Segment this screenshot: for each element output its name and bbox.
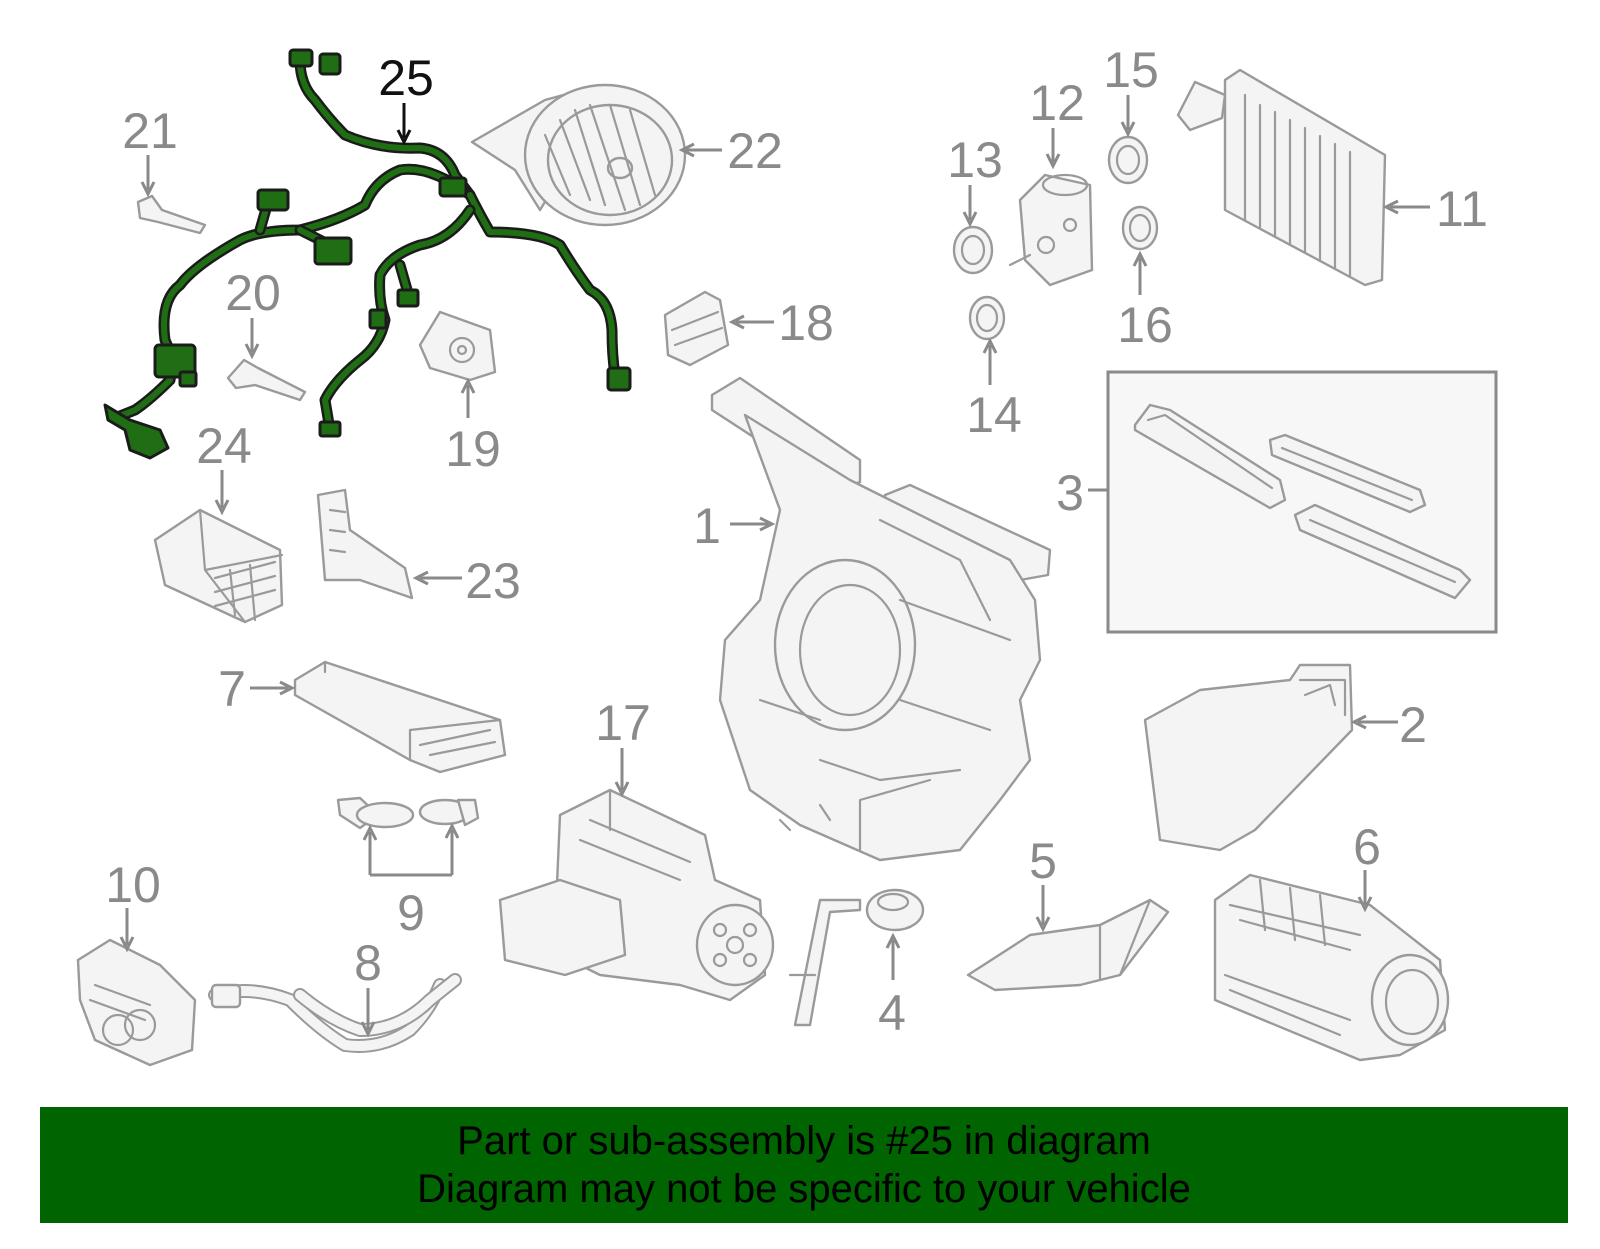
- part-15-o-ring[interactable]: [1107, 135, 1149, 185]
- callout-10: 10: [105, 857, 161, 913]
- part-12-expansion-valve[interactable]: [1008, 173, 1094, 287]
- callout-9: 9: [397, 885, 425, 941]
- part-7-heater-core[interactable]: [293, 660, 507, 774]
- callout-labels: 25 21 20 22 18 19 24 23 1 7 17 9 10 8 4 …: [105, 42, 1488, 1041]
- part-4-drain[interactable]: [788, 888, 925, 1027]
- callout-12: 12: [1029, 75, 1085, 131]
- callout-14: 14: [966, 387, 1022, 443]
- part-2-cover[interactable]: [1143, 663, 1354, 852]
- notice-banner: Part or sub-assembly is #25 in diagram D…: [40, 1107, 1568, 1223]
- part-22-blower-motor[interactable]: [470, 83, 687, 227]
- part-25-wiring-harness[interactable]: [103, 48, 632, 460]
- part-20-clip[interactable]: [226, 358, 307, 402]
- callout-8: 8: [354, 935, 382, 991]
- part-23-resistor[interactable]: [316, 488, 414, 600]
- part-3-seal-kit[interactable]: [1106, 370, 1498, 634]
- part-19-actuator[interactable]: [418, 310, 497, 382]
- callout-7: 7: [218, 661, 246, 717]
- part-10-cover[interactable]: [76, 938, 197, 1067]
- callout-16: 16: [1117, 297, 1173, 353]
- callout-11: 11: [1436, 181, 1488, 237]
- callout-24: 24: [196, 418, 252, 474]
- banner-line-disclaimer: Diagram may not be specific to your vehi…: [417, 1167, 1191, 1211]
- callout-6: 6: [1353, 819, 1381, 875]
- part-24-resistor-box[interactable]: [153, 508, 284, 624]
- part-6-distribution-housing[interactable]: [1213, 873, 1450, 1062]
- part-5-duct[interactable]: [966, 898, 1170, 992]
- part-21-clip[interactable]: [136, 194, 207, 235]
- callout-1: 1: [693, 498, 721, 554]
- part-16-o-ring[interactable]: [1121, 205, 1159, 251]
- callout-19: 19: [445, 421, 501, 477]
- callout-25: 25: [378, 50, 434, 106]
- part-1-hvac-case[interactable]: [710, 376, 1052, 862]
- part-13-o-ring[interactable]: [952, 225, 994, 275]
- callout-13: 13: [947, 132, 1003, 188]
- callout-20: 20: [225, 265, 281, 321]
- callout-15: 15: [1103, 42, 1159, 98]
- callout-21: 21: [122, 103, 178, 159]
- callout-5: 5: [1029, 833, 1057, 889]
- leader-lines: [119, 95, 1430, 1038]
- callout-17: 17: [595, 695, 651, 751]
- callout-2: 2: [1399, 697, 1427, 753]
- part-17-blower-housing[interactable]: [498, 788, 775, 1002]
- callout-18: 18: [778, 295, 834, 351]
- part-9-seals[interactable]: [336, 796, 480, 830]
- part-11-evaporator[interactable]: [1176, 68, 1387, 287]
- callout-4: 4: [878, 985, 906, 1041]
- banner-line-part: Part or sub-assembly is #25 in diagram: [457, 1119, 1151, 1163]
- part-14-o-ring[interactable]: [968, 295, 1006, 341]
- callout-22: 22: [727, 123, 783, 179]
- part-18-module[interactable]: [663, 290, 730, 367]
- callout-23: 23: [465, 553, 521, 609]
- part-8-heater-tubes[interactable]: [208, 973, 462, 1053]
- callout-3: 3: [1056, 465, 1084, 521]
